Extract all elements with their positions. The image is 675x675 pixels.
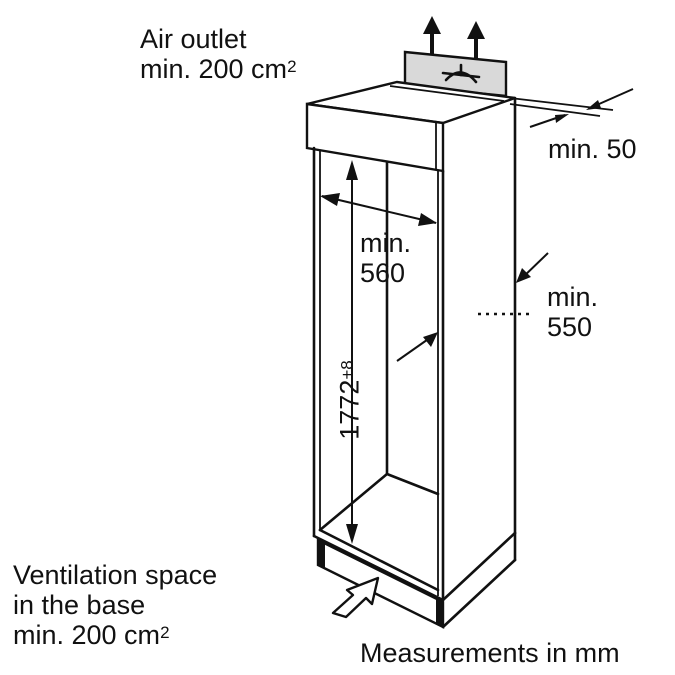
width-dimension [320, 193, 437, 226]
depth-label: min. 550 [547, 282, 599, 342]
cabinet-niche [312, 146, 445, 602]
height-dimension [346, 160, 358, 544]
height-label: 1772+8 [334, 360, 365, 440]
intake-arrow-icon [331, 576, 380, 619]
air-outlet-label: Air outlet min. 200 cm2 [140, 24, 297, 84]
cabinet-side [437, 96, 517, 629]
base-plinth [316, 538, 445, 629]
depth-dimension [396, 252, 549, 362]
top-gap-dimension [509, 88, 634, 128]
width-label: min. 560 [360, 228, 412, 288]
base-vent-label: Ventilation space in the base min. 200 c… [13, 560, 218, 650]
units-note: Measurements in mm [360, 638, 620, 668]
air-flow-arrow-icon [423, 16, 485, 59]
top-gap-label: min. 50 [548, 134, 637, 164]
air-outlet-area: min. 200 cm2 [140, 54, 297, 84]
air-outlet-title: Air outlet [140, 24, 247, 54]
cabinet-top [305, 80, 516, 173]
fan-symbol-icon [441, 63, 481, 84]
